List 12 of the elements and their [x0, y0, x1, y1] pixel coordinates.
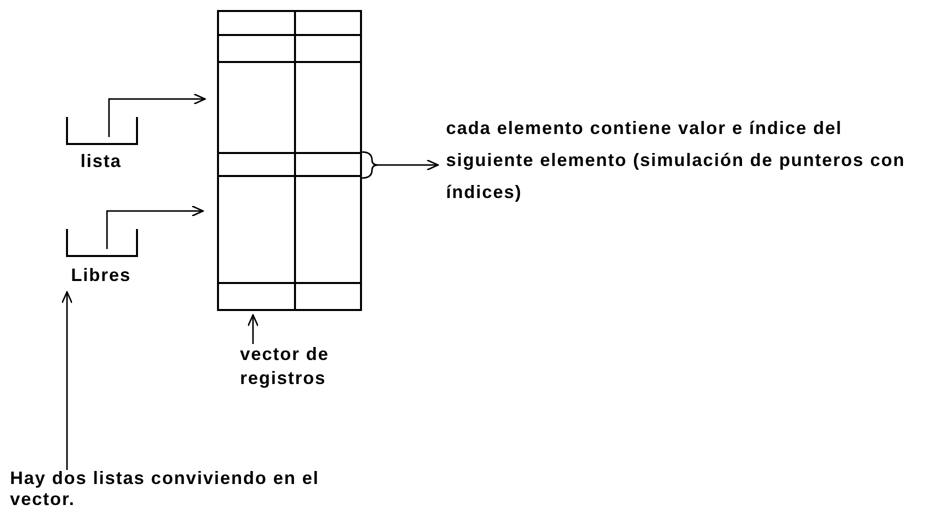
vector-table: [217, 10, 362, 311]
arrow: [108, 93, 206, 137]
label-text: lista: [79, 150, 123, 172]
element-row: [217, 152, 362, 177]
label-text: cada elemento contiene valor e índice del siguiente elemento (simulación de punteros con índices): [446, 117, 906, 204]
label-text: Libres: [70, 264, 132, 286]
label-text: Hay dos listas conviviendo en el vector.: [10, 468, 320, 510]
arrow: [247, 314, 259, 344]
arrow: [106, 205, 204, 249]
arrow: [361, 151, 439, 179]
arrow: [61, 291, 73, 470]
label-text: vector de registros: [240, 343, 330, 390]
